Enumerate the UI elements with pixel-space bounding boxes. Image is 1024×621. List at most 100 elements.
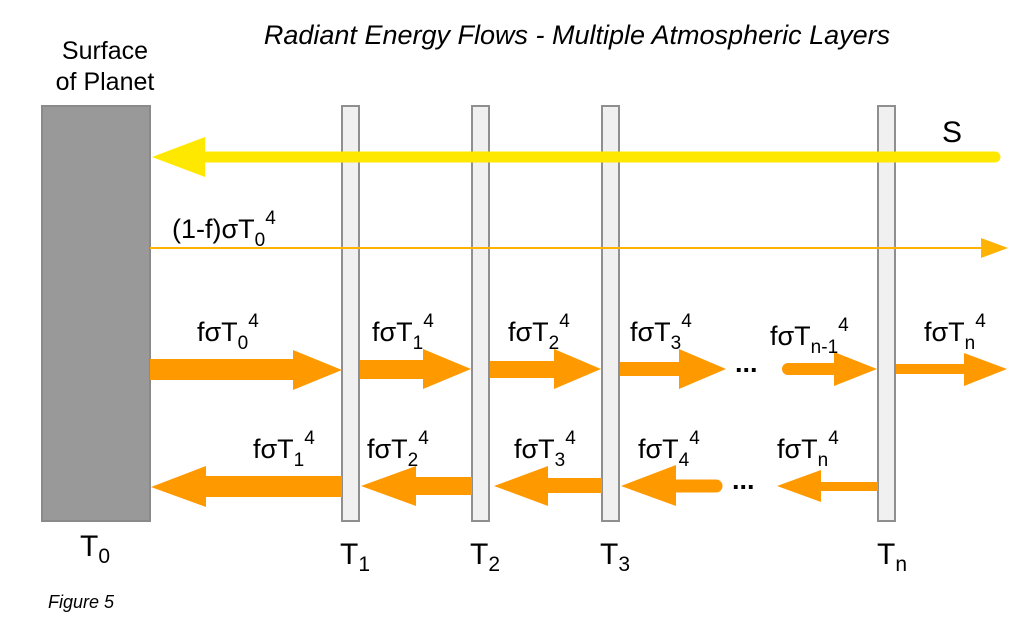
up-flow-label-0: fσT04 (197, 312, 259, 355)
up-flow-label-0-sub: 0 (237, 333, 249, 355)
up-flow-label-n-sup: 4 (975, 311, 986, 332)
diagram-title: Radiant Energy Flows - Multiple Atmosphe… (263, 20, 891, 50)
down-arrow-1-shaft (204, 476, 342, 497)
temp-label-T3-base: T (600, 538, 619, 571)
temp-label-T2-base: T (470, 538, 489, 571)
up-flow-label-3-sup: 4 (681, 311, 692, 332)
up-flow-label-n-1-sup: 4 (838, 315, 849, 336)
down-flow-label-3-sub: 3 (554, 450, 566, 472)
up-arrow-2-shaft (490, 361, 555, 378)
up-flow-label-n-1-prefix: fσT (770, 321, 811, 351)
temp-label-T1-base: T (340, 538, 359, 571)
down-flow-label-3-prefix: fσT (514, 434, 555, 464)
down-flow-label-4-sup: 4 (689, 428, 700, 449)
layer-T1 (341, 105, 360, 522)
down-arrow-2-shaft (413, 477, 472, 495)
down-arrow-1-head (151, 466, 206, 507)
down-flow-label-3: fσT34 (514, 429, 576, 472)
up-flow-label-2-prefix: fσT (508, 317, 549, 347)
down-flow-label-4-prefix: fσT (638, 434, 679, 464)
up-flow-label-0-sup: 4 (248, 311, 259, 332)
up-flow-label-n-prefix: fσT (924, 317, 965, 347)
layer-Tn (877, 105, 896, 522)
solar-label: S (942, 116, 963, 149)
up-flow-label-n-1: fσTn-14 (770, 316, 849, 359)
up-arrow-1-head (423, 349, 471, 389)
up-arrow-n-head (964, 353, 1007, 386)
temp-label-T1-sub: 1 (358, 553, 371, 576)
transmitted-arrow-head (981, 238, 1008, 258)
temp-label-Tn: Tn (877, 538, 907, 577)
up-arrow-3-head (679, 349, 726, 389)
down-flow-label-n-prefix: fσT (777, 434, 818, 464)
up-flow-label-1-prefix: fσT (372, 317, 413, 347)
upward-arrows (150, 349, 1007, 390)
up-flow-label-n: fσTn4 (924, 312, 986, 355)
down-flow-label-1-sub: 1 (293, 450, 305, 472)
planet-surface (41, 105, 151, 522)
down-flow-label-1-sup: 4 (304, 428, 315, 449)
up-flow-label-n-sub: n (964, 333, 976, 355)
layer-T3 (601, 105, 620, 522)
down-flow-label-3-sup: 4 (565, 428, 576, 449)
up-flow-label-2-sup: 4 (559, 311, 570, 332)
up-flow-label-1-sup: 4 (423, 311, 434, 332)
up-flow-label-0-prefix: fσT (197, 317, 238, 347)
down-arrow-3-head (494, 466, 548, 506)
up-flow-label-1-sub: 1 (412, 333, 424, 355)
down-flow-label-2-prefix: fσT (367, 434, 408, 464)
down-flow-label-4-sub: 4 (678, 450, 690, 472)
up-arrow-0-shaft (150, 359, 296, 380)
down-flow-label-1-prefix: fσT (253, 434, 294, 464)
surface-label-line2: of Planet (55, 68, 155, 96)
down-flow-label-n-sup: 4 (828, 428, 839, 449)
temp-label-T3-sub: 3 (618, 553, 631, 576)
up-arrow-0-head (293, 350, 342, 390)
solar-arrow-head (152, 137, 205, 177)
down-arrow-2-head (361, 466, 416, 506)
up-flow-label-3-sub: 3 (670, 333, 682, 355)
down-flow-label-4: fσT44 (638, 429, 700, 472)
down-arrow-n-shaft (818, 482, 878, 491)
up-arrow-n-1-head (834, 352, 877, 386)
down-flow-label-2: fσT24 (367, 429, 429, 472)
temp-label-T1: T1 (340, 538, 370, 577)
downward-arrows (151, 465, 878, 507)
temp-label-Tn-sub: n (895, 553, 908, 576)
surface-label: Surface of Planet (30, 36, 180, 98)
up-arrow-1-shaft (360, 360, 424, 379)
temp-label-T0-sub: 0 (98, 545, 111, 568)
down-arrow-n-head (777, 470, 821, 502)
up-flow-label-3: fσT34 (630, 312, 692, 355)
temp-label-T2-sub: 2 (488, 553, 501, 576)
up-flow-label-n-1-sub: n-1 (810, 337, 839, 359)
up-flow-label-2-sub: 2 (548, 333, 560, 355)
temp-label-T3: T3 (600, 538, 630, 577)
down-flow-label-2-sub: 2 (407, 450, 419, 472)
transmitted-label: (1-f)σT04 (172, 209, 276, 252)
up-arrow-n-shaft (896, 364, 966, 374)
down-flow-label-n: fσTn4 (777, 429, 839, 472)
down-arrow-4-head (621, 465, 676, 506)
temp-label-T2: T2 (470, 538, 500, 577)
transmitted-label-sub: 0 (254, 230, 266, 252)
figure-caption: Figure 5 (48, 592, 115, 612)
layer-T2 (471, 105, 490, 522)
up-flow-label-1: fσT14 (372, 312, 434, 355)
down-arrow-3-shaft (545, 478, 602, 493)
temp-label-T0: T0 (80, 530, 110, 569)
up-ellipsis: ... (735, 348, 758, 378)
transmitted-label-prefix: (1-f)σT (172, 214, 255, 244)
down-ellipsis: ... (732, 465, 755, 495)
temp-label-T0-base: T (80, 530, 99, 563)
up-flow-label-3-prefix: fσT (630, 317, 671, 347)
temp-label-Tn-base: T (877, 538, 896, 571)
down-flow-label-1: fσT14 (253, 429, 315, 472)
down-flow-label-2-sup: 4 (418, 428, 429, 449)
surface-label-line1: Surface (61, 37, 149, 65)
up-arrow-2-head (554, 349, 601, 389)
down-flow-label-n-sub: n (817, 450, 829, 472)
up-flow-label-2: fσT24 (508, 312, 570, 355)
transmitted-label-sup: 4 (265, 208, 276, 229)
